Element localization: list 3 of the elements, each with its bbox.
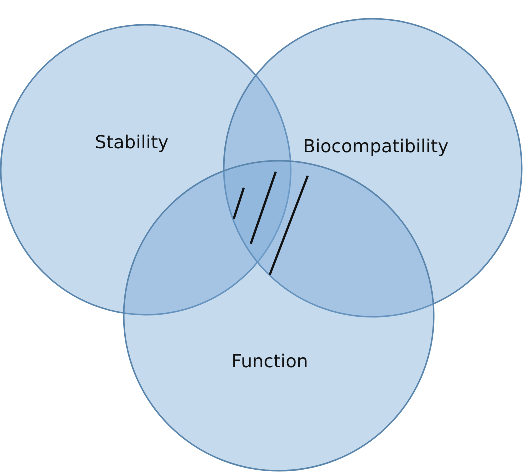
circle-label: Stability [95, 132, 169, 154]
circle-label: Biocompatibility [303, 136, 449, 158]
circle-label: Function [232, 352, 308, 372]
